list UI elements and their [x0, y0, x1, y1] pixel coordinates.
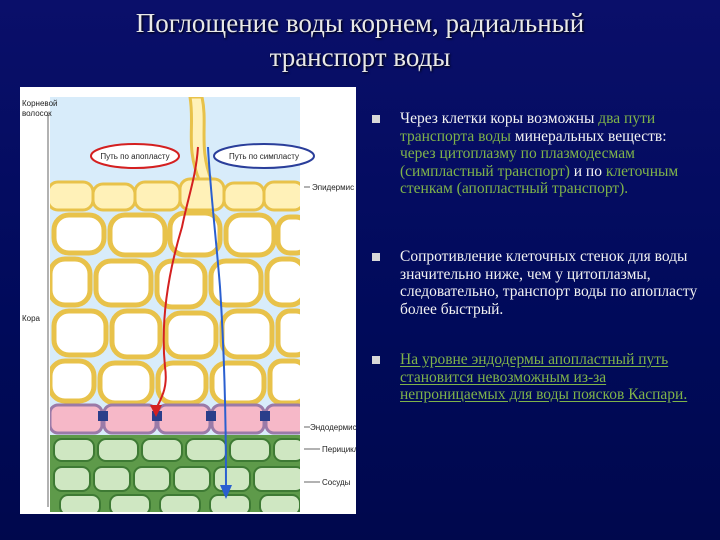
symplast-path-callout	[213, 143, 315, 169]
label-cortex: Кора	[22, 314, 41, 323]
bullet-item-2: Сопротивление клеточных стенок для воды …	[370, 248, 700, 351]
bullet-2-text: Сопротивление клеточных стенок для воды …	[400, 248, 698, 318]
apoplast-arrowhead	[150, 405, 162, 417]
symplast-arrowhead	[220, 485, 232, 499]
root-diagram-svg: Корневой волосок Кора Путь по апопласту …	[22, 97, 359, 512]
label-root-hair-1: Корневой	[22, 99, 58, 108]
endodermis-cells	[50, 403, 300, 435]
bullet-1-text-2: два пути транспорта воды	[400, 110, 656, 145]
bullet-list: Через клетки коры возможны два пути тран…	[370, 110, 700, 404]
bullet-marker	[372, 356, 380, 364]
label-vessels: Сосуды	[322, 478, 351, 487]
slide-title: Поглощение воды корнем, радиальный транс…	[20, 6, 700, 74]
bullet-marker	[372, 115, 380, 123]
bullet-3-link-text[interactable]: На уровне эндодермы апопластный путь ста…	[400, 351, 688, 403]
symplast-path-line	[207, 146, 227, 488]
root-cross-section-figure: Корневой волосок Кора Путь по апопласту …	[20, 87, 359, 514]
bullet-1-text-4: через цитоплазму по плазмодесмам (симпла…	[400, 145, 635, 180]
label-apoplast-path: Путь по апопласту	[100, 152, 169, 161]
title-line-1: Поглощение воды корнем, радиальный	[135, 8, 585, 38]
label-endodermis: Эндодермис	[310, 423, 356, 432]
bullet-1-text-3: минеральных веществ:	[510, 127, 667, 145]
title-line-2: транспорт воды	[269, 42, 451, 72]
label-pericycle: Перицикл	[322, 445, 356, 454]
epidermis-cells	[50, 177, 300, 212]
bullet-1-text-5: и по	[569, 162, 606, 180]
bullet-marker	[372, 253, 380, 261]
apoplast-path-line	[155, 146, 199, 410]
bullet-1-text-6: клеточным стенкам (апопластный транспорт…	[400, 162, 679, 198]
label-root-hair-2: волосок	[22, 109, 52, 118]
apoplast-path-callout	[90, 143, 180, 169]
label-symplast-path: Путь по симпласту	[229, 152, 299, 161]
pericycle-cells	[53, 438, 300, 512]
bullet-1-text-1: Через клетки коры возможны	[400, 110, 599, 127]
casparian-strips	[98, 411, 270, 421]
bullet-item-1: Через клетки коры возможны два пути тран…	[370, 110, 700, 248]
bullet-item-3: На уровне эндодермы апопластный путь ста…	[370, 351, 700, 404]
label-epidermis: Эпидермис	[312, 183, 354, 192]
